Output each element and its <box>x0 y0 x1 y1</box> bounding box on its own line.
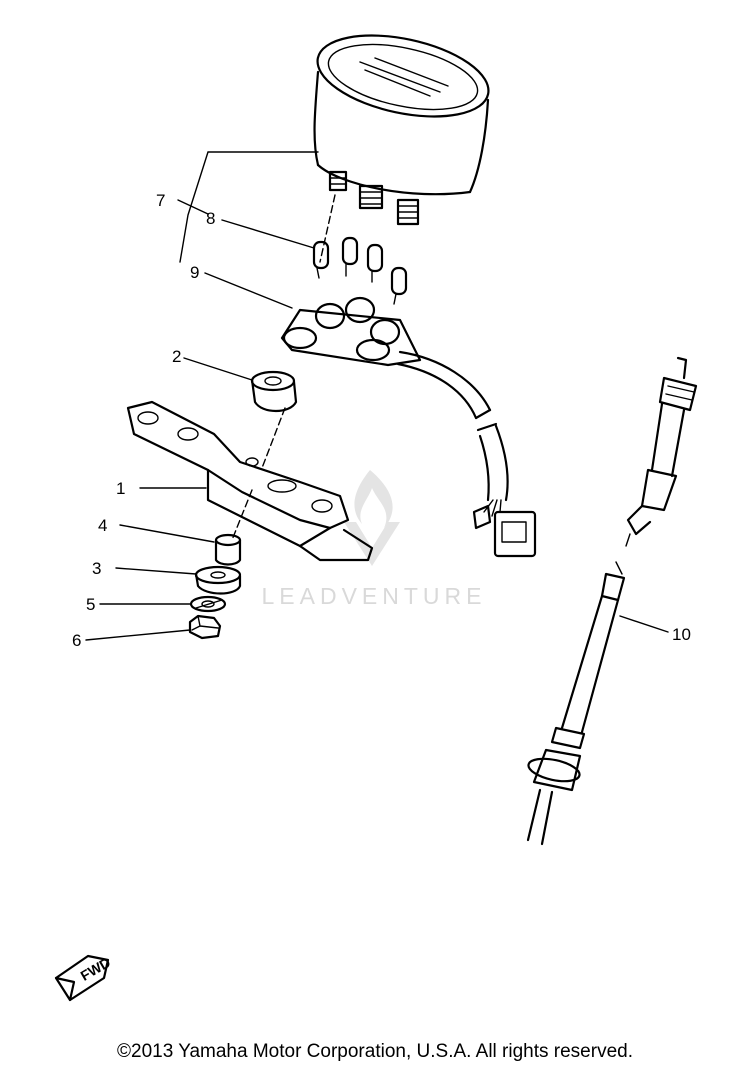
speedometer-head <box>313 34 490 226</box>
lock-washer <box>189 595 227 613</box>
callout-bracket <box>179 151 319 263</box>
bulb-socket-cluster <box>280 296 422 367</box>
hex-nut <box>188 614 222 640</box>
watermark: LEADVENTURE <box>262 470 487 609</box>
flame-logo-icon <box>354 470 393 528</box>
callout-labels: 1 2 3 4 5 6 7 8 9 10 <box>72 191 691 650</box>
meter-bracket <box>126 400 374 562</box>
watermark-text: LEADVENTURE <box>262 583 487 609</box>
leader-lines <box>85 199 669 641</box>
callout-4: 4 <box>98 516 107 535</box>
callout-6: 6 <box>72 631 81 650</box>
callout-5: 5 <box>86 595 95 614</box>
fwd-arrow-icon: FWD <box>54 954 113 1002</box>
callout-3: 3 <box>92 559 101 578</box>
callout-2: 2 <box>172 347 181 366</box>
rubber-washer <box>194 565 242 595</box>
collar <box>214 533 242 566</box>
centre-line <box>231 194 336 541</box>
wire-harness <box>396 350 537 558</box>
v-logo-icon <box>344 522 400 566</box>
callout-1: 1 <box>116 479 125 498</box>
callout-9: 9 <box>190 263 199 282</box>
callout-7: 7 <box>156 191 165 210</box>
bulbs <box>312 236 408 305</box>
copyright-notice: ©2013 Yamaha Motor Corporation, U.S.A. A… <box>117 1041 633 1062</box>
callout-8: 8 <box>206 209 215 228</box>
grommet <box>250 370 298 413</box>
speedometer-cable <box>526 356 698 846</box>
callout-10: 10 <box>672 625 691 644</box>
